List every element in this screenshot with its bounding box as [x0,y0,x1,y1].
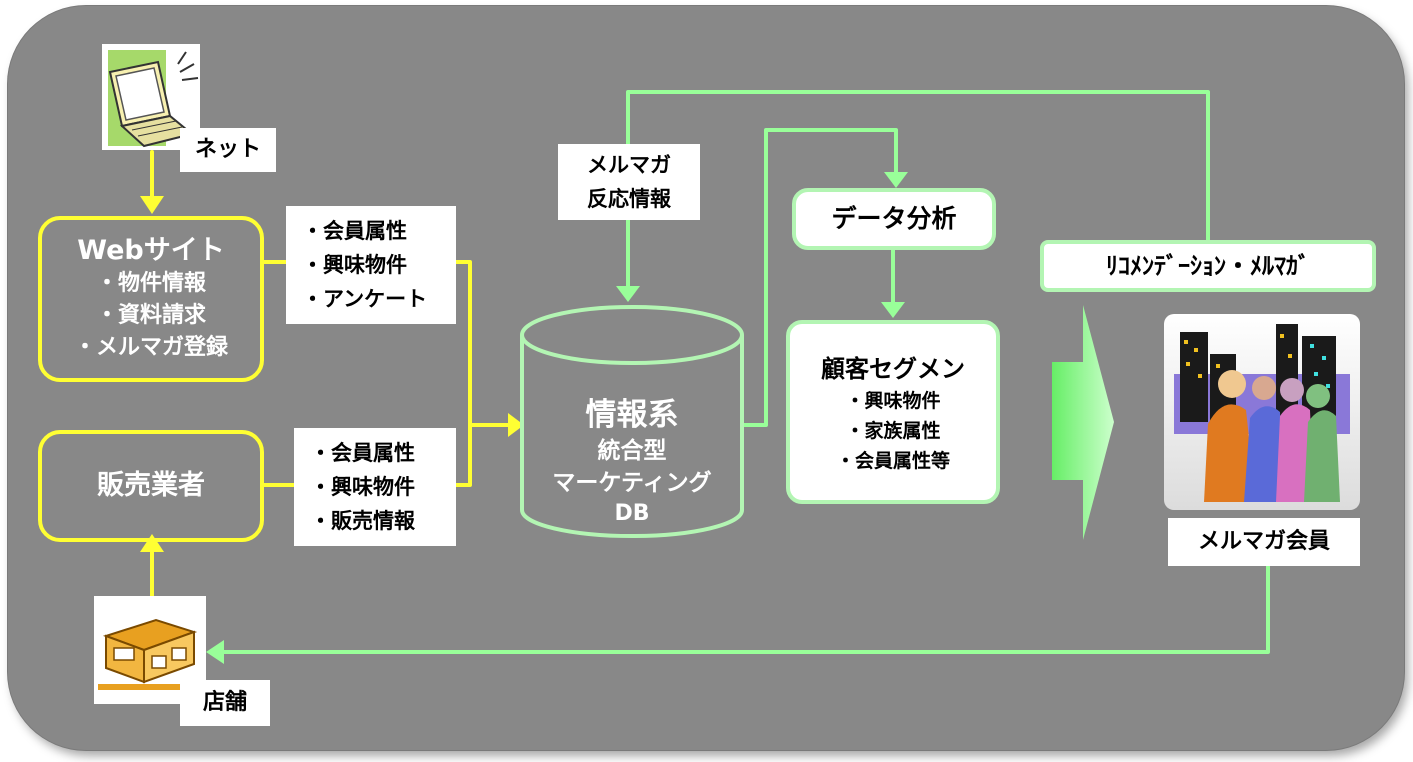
line-members-to-store [220,564,1270,654]
arrowhead-web [140,196,164,214]
line-recommend-top [626,90,1210,244]
net-label-text: ネット [194,137,261,162]
customer-segment-title: 顧客セグメン [821,355,965,383]
seller-attribute-item: ・会員属性 [310,441,415,465]
store-label-text: 店舗 [202,690,247,715]
database-line: DB [614,501,650,526]
arrowhead-analysis [884,172,908,188]
customer-segment-item: ・会員属性等 [835,450,950,472]
customer-segment-item: ・興味物件 [845,390,941,412]
arrowhead-store [206,640,224,664]
recommend-chevron-arrow [1052,305,1114,540]
seller-box: 販売業者 [38,430,264,542]
data-analysis-title: データ分析 [831,204,957,233]
web-attribute-item: ・興味物件 [302,253,407,277]
web-site-item: ・物件情報 [95,271,206,296]
database-title: 情報系 [585,397,679,433]
arrowhead-seller [140,534,164,552]
mail-response-line: メルマガ [587,153,671,177]
web-site-title: Webサイト [77,235,225,266]
seller-attribute-item: ・興味物件 [310,475,415,499]
web-site-box: Webサイト ・物件情報 ・資料請求 ・メルマガ登録 [38,216,264,382]
seller-attribute-item: ・販売情報 [310,509,415,533]
database-text: 情報系 統合型 マーケティング DB [522,395,742,529]
customer-segment-item: ・家族属性 [845,420,941,442]
database-line: 統合型 [597,438,667,464]
arrowhead-segment [881,302,905,318]
seller-attributes-box: ・会員属性 ・興味物件 ・販売情報 [294,428,456,546]
web-site-item: ・資料請求 [95,303,206,328]
web-attributes-box: ・会員属性 ・興味物件 ・アンケート [286,206,456,324]
members-label-text: メルマガ会員 [1197,529,1330,554]
database-line: マーケティング [552,470,712,496]
web-attribute-item: ・会員属性 [302,219,407,243]
mail-response-box: メルマガ 反応情報 [558,144,700,220]
line-db-to-analysis [738,128,898,427]
arrowhead-db [508,413,524,437]
data-analysis-box: データ分析 [792,188,996,250]
store-label: 店舗 [180,680,270,726]
people-icon [1164,314,1360,510]
recommendation-box: ﾘｺﾒﾝﾃﾞｰｼｮﾝ・ﾒﾙﾏｶﾞ [1040,240,1376,292]
web-attribute-item: ・アンケート [302,287,428,311]
database-cylinder [520,305,744,538]
mail-response-line: 反応情報 [587,187,671,211]
arrowhead-db-top [616,286,640,302]
members-label: メルマガ会員 [1168,518,1360,566]
net-label: ネット [180,128,276,172]
web-site-item: ・メルマガ登録 [73,335,228,360]
seller-title: 販売業者 [97,470,205,501]
recommendation-title: ﾘｺﾒﾝﾃﾞｰｼｮﾝ・ﾒﾙﾏｶﾞ [1106,252,1310,280]
customer-segment-box: 顧客セグメン ・興味物件 ・家族属性 ・会員属性等 [786,320,1000,504]
